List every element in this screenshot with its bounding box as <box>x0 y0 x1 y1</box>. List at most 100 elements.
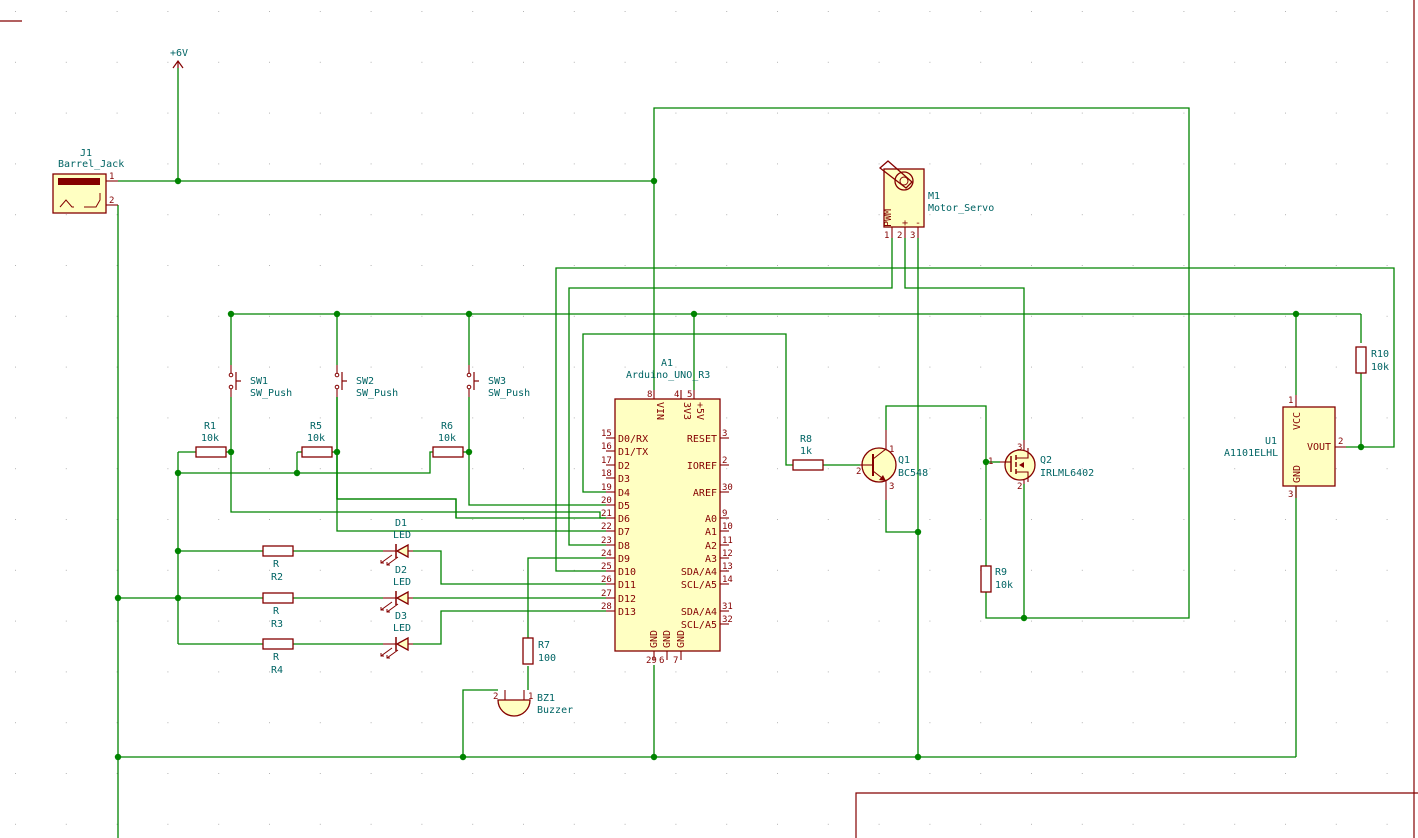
a1-pin-name: GND <box>649 630 660 648</box>
m1-plus-label: + <box>902 218 908 229</box>
a1-pin-number: 9 <box>722 509 727 519</box>
a1-pin-number: 5 <box>687 390 692 400</box>
u1-hall-sensor[interactable]: VCC GND VOUT 1 3 2 U1 A1101ELHL <box>1224 395 1346 500</box>
bz1-buzzer[interactable]: 2 1 BZ1 Buzzer <box>493 690 573 717</box>
resistor-value: R <box>273 559 280 570</box>
resistor-ref: R6 <box>441 421 453 432</box>
power-label: +6V <box>170 48 188 59</box>
a1-pin-number: 7 <box>673 656 678 666</box>
q1-transistor[interactable]: 2 1 3 Q1 BC548 <box>856 430 928 500</box>
power-6v-symbol[interactable]: +6V <box>170 48 188 69</box>
m1-pin2: 2 <box>897 231 902 241</box>
q2-pin1: 1 <box>988 457 993 467</box>
q1-pin2: 2 <box>856 467 861 477</box>
u1-ref: U1 <box>1265 436 1277 447</box>
r7-ref: R7 <box>538 640 550 651</box>
a1-pin-name: AREF <box>693 488 717 499</box>
a1-pin-name: SCL/A5 <box>681 580 717 591</box>
u1-pin3: 3 <box>1288 490 1293 500</box>
r8-value: 1k <box>800 446 812 457</box>
bz1-ref: BZ1 <box>537 693 555 704</box>
a1-pin-name: SDA/A4 <box>681 607 717 618</box>
q1-pin3: 3 <box>889 482 894 492</box>
r10-value: 10k <box>1371 362 1389 373</box>
led-value: LED <box>393 577 411 588</box>
q1-ref: Q1 <box>898 455 910 466</box>
switch-ref: SW2 <box>356 376 374 387</box>
resistor-value: 10k <box>201 433 219 444</box>
resistor-r4[interactable]: RR4 <box>262 638 294 676</box>
resistor-ref: R2 <box>271 572 283 583</box>
u1-vcc-label: VCC <box>1292 412 1303 430</box>
resistor-value: R <box>273 606 280 617</box>
led-ref: D1 <box>395 518 407 529</box>
q2-ref: Q2 <box>1040 455 1052 466</box>
a1-pin-name: GND <box>676 630 687 648</box>
a1-pin-number: 2 <box>722 456 727 466</box>
r7-resistor[interactable]: R7 100 <box>522 637 556 665</box>
r8-ref: R8 <box>800 434 812 445</box>
a1-pin-number: 29 <box>646 656 657 666</box>
a1-pin-number: 10 <box>722 522 733 532</box>
resistor-value: 10k <box>307 433 325 444</box>
resistor-r2[interactable]: R R2 <box>262 545 294 583</box>
resistor-ref: R4 <box>271 665 283 676</box>
a1-pin-name: A3 <box>705 554 717 565</box>
a1-pin-number: 26 <box>601 575 612 585</box>
resistor-ref: R1 <box>204 421 216 432</box>
r9-resistor[interactable]: R9 10k <box>980 565 1013 593</box>
a1-pin-name: A1 <box>705 527 717 538</box>
switch-value: SW_Push <box>356 388 398 399</box>
led-value: LED <box>393 623 411 634</box>
j1-pin1: 1 <box>109 172 114 182</box>
m1-pin1: 1 <box>884 231 889 241</box>
j1-ref: J1 <box>80 148 92 159</box>
a1-value: Arduino_UNO_R3 <box>626 370 710 381</box>
a1-pin-name: A2 <box>705 541 717 552</box>
led-value: LED <box>393 530 411 541</box>
a1-pin-number: 14 <box>722 575 733 585</box>
a1-pin-name: SDA/A4 <box>681 567 717 578</box>
r10-ref: R10 <box>1371 349 1389 360</box>
switch-ref: SW3 <box>488 376 506 387</box>
resistor-r3[interactable]: RR3 <box>262 592 294 630</box>
q1-pin1: 1 <box>889 445 894 455</box>
a1-pin-number: 16 <box>601 442 612 452</box>
a1-pin-number: 4 <box>674 390 679 400</box>
r9-ref: R9 <box>995 567 1007 578</box>
switch-value: SW_Push <box>250 388 292 399</box>
junctions <box>114 177 1365 761</box>
bz1-pin1: 1 <box>528 692 533 702</box>
q2-mosfet[interactable]: 1 3 2 Q2 IRLML6402 <box>988 440 1094 492</box>
a1-pin-number: 21 <box>601 509 612 519</box>
a1-pin-name: D1/TX <box>618 447 648 458</box>
j1-barrel-jack[interactable]: 1 2 J1 Barrel_Jack <box>52 148 124 214</box>
switch-value: SW_Push <box>488 388 530 399</box>
a1-pin-number: 24 <box>601 549 612 559</box>
a1-pin-number: 18 <box>601 469 612 479</box>
q2-pin3: 3 <box>1017 443 1022 453</box>
a1-pin-name: +5V <box>694 402 705 420</box>
m1-servo[interactable]: PWM + - 1 2 3 M1 Motor_Servo <box>878 160 994 241</box>
a1-pin-name: D12 <box>618 594 636 605</box>
bz1-pin2: 2 <box>493 692 498 702</box>
u1-pin1: 1 <box>1288 396 1293 406</box>
r10-resistor[interactable]: R10 10k <box>1355 346 1389 374</box>
u1-gnd-label: GND <box>1292 465 1303 483</box>
r8-resistor[interactable]: R8 1k <box>792 434 824 471</box>
m1-minus-label: - <box>915 218 921 229</box>
a1-pin-name: D5 <box>618 501 630 512</box>
a1-pin-number: 8 <box>647 390 652 400</box>
